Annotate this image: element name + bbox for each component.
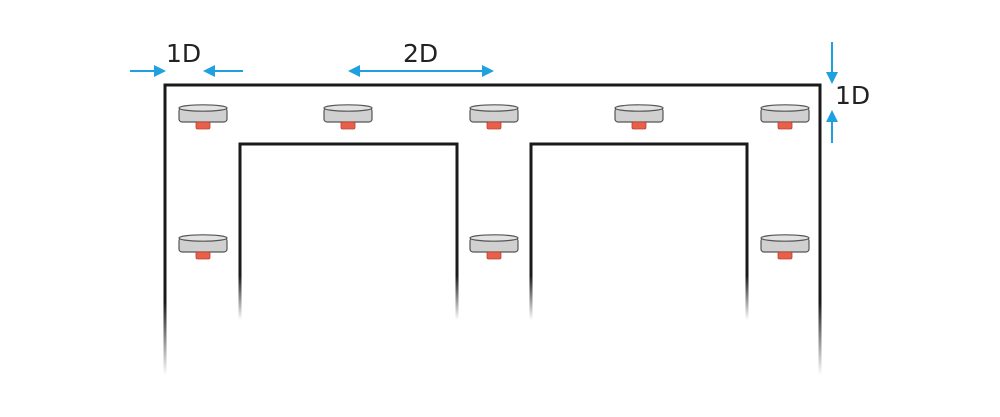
detector-led bbox=[486, 121, 502, 130]
dimension-ceiling-offset: 1D bbox=[826, 42, 870, 143]
arrowhead-down bbox=[826, 72, 838, 84]
detector-top bbox=[469, 234, 519, 242]
dimension-label-ceiling: 1D bbox=[835, 81, 870, 110]
detector-top bbox=[760, 234, 810, 242]
detector-top bbox=[323, 104, 373, 112]
dimension-label-detector: 2D bbox=[403, 39, 438, 68]
arrowhead-up bbox=[826, 110, 838, 122]
right-alcove-wall bbox=[529, 142, 749, 320]
room-walls bbox=[163, 83, 822, 375]
detector-top bbox=[469, 104, 519, 112]
detector-led bbox=[486, 251, 502, 260]
detector-led bbox=[777, 121, 793, 130]
outer-wall bbox=[163, 83, 822, 375]
dimension-label-edge: 1D bbox=[166, 39, 201, 68]
detector-led bbox=[340, 121, 356, 130]
dimension-detector-spacing: 2D bbox=[348, 39, 494, 77]
detector-led bbox=[195, 121, 211, 130]
dimension-edge-spacing: 1D bbox=[130, 39, 243, 77]
detector-top bbox=[178, 234, 228, 242]
ceiling-sensor-icon bbox=[614, 104, 664, 130]
ceiling-sensor-icon bbox=[323, 104, 373, 130]
left-alcove-wall bbox=[238, 142, 459, 320]
detector-top bbox=[614, 104, 664, 112]
detector-top bbox=[760, 104, 810, 112]
arrowhead-left bbox=[348, 65, 360, 77]
ceiling-sensor-icon bbox=[178, 104, 228, 130]
detector-led bbox=[195, 251, 211, 260]
detector-led bbox=[631, 121, 647, 130]
detector-led bbox=[777, 251, 793, 260]
ceiling-sensor-icon bbox=[469, 234, 519, 260]
arrowhead-right bbox=[154, 65, 166, 77]
arrowhead-right bbox=[482, 65, 494, 77]
detectors bbox=[178, 104, 810, 260]
ceiling-sensor-icon bbox=[178, 234, 228, 260]
ceiling-sensor-icon bbox=[469, 104, 519, 130]
ceiling-sensor-icon bbox=[760, 104, 810, 130]
arrowhead-left bbox=[203, 65, 215, 77]
ceiling-sensor-icon bbox=[760, 234, 810, 260]
detector-top bbox=[178, 104, 228, 112]
